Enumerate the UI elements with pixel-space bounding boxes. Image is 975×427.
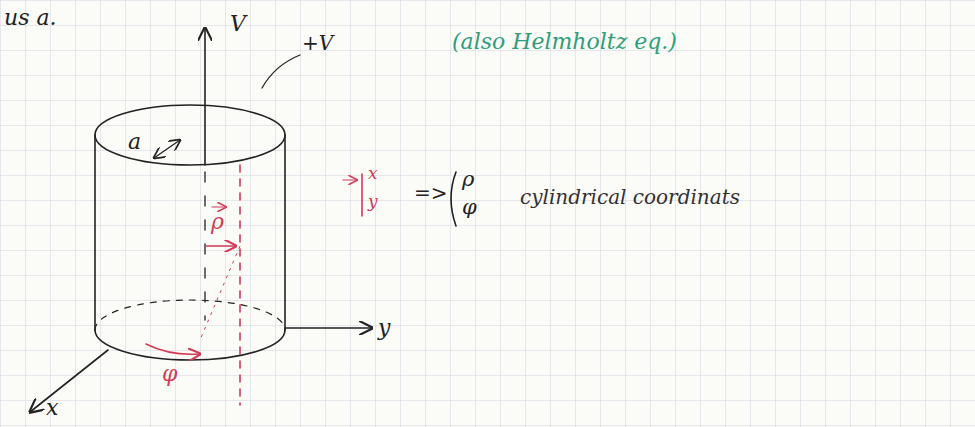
coordinate-label: ρ (462, 168, 474, 191)
component-label: y (368, 192, 378, 211)
cylinder-bottom-hidden (95, 300, 285, 330)
note-text: cylindrical coordinats (520, 186, 740, 208)
x-axis (30, 350, 108, 412)
vector-accent (343, 179, 357, 180)
vector-accent (212, 206, 226, 207)
axis-label: x (46, 396, 58, 420)
cylinder-bottom (95, 330, 285, 360)
leader-line (262, 55, 300, 88)
dimension-label: a (128, 130, 141, 154)
cylinder-top (95, 105, 285, 165)
axis-label: V (230, 12, 246, 36)
coordinate-label: φ (462, 196, 477, 219)
rho-vector (206, 245, 236, 247)
note-text: (also Helmholtz eq.) (452, 30, 677, 54)
note-text: us a. (4, 6, 57, 30)
axis-label: y (378, 316, 390, 340)
angle-label: φ (162, 362, 177, 386)
projection-line (200, 246, 240, 340)
y-axis (285, 327, 372, 329)
potential-label: +V (302, 32, 333, 54)
radius-arrow (154, 140, 180, 158)
bracket (451, 172, 456, 226)
component-label: x (368, 164, 378, 183)
v-axis (204, 28, 206, 165)
phi-arc (146, 344, 200, 354)
vector-label: ρ (211, 210, 224, 234)
cylinder-side (94, 135, 96, 330)
cylinder-side (284, 135, 286, 330)
coord-bar (361, 174, 363, 216)
projection-line (239, 165, 241, 405)
arrow-sign: => (414, 182, 448, 204)
